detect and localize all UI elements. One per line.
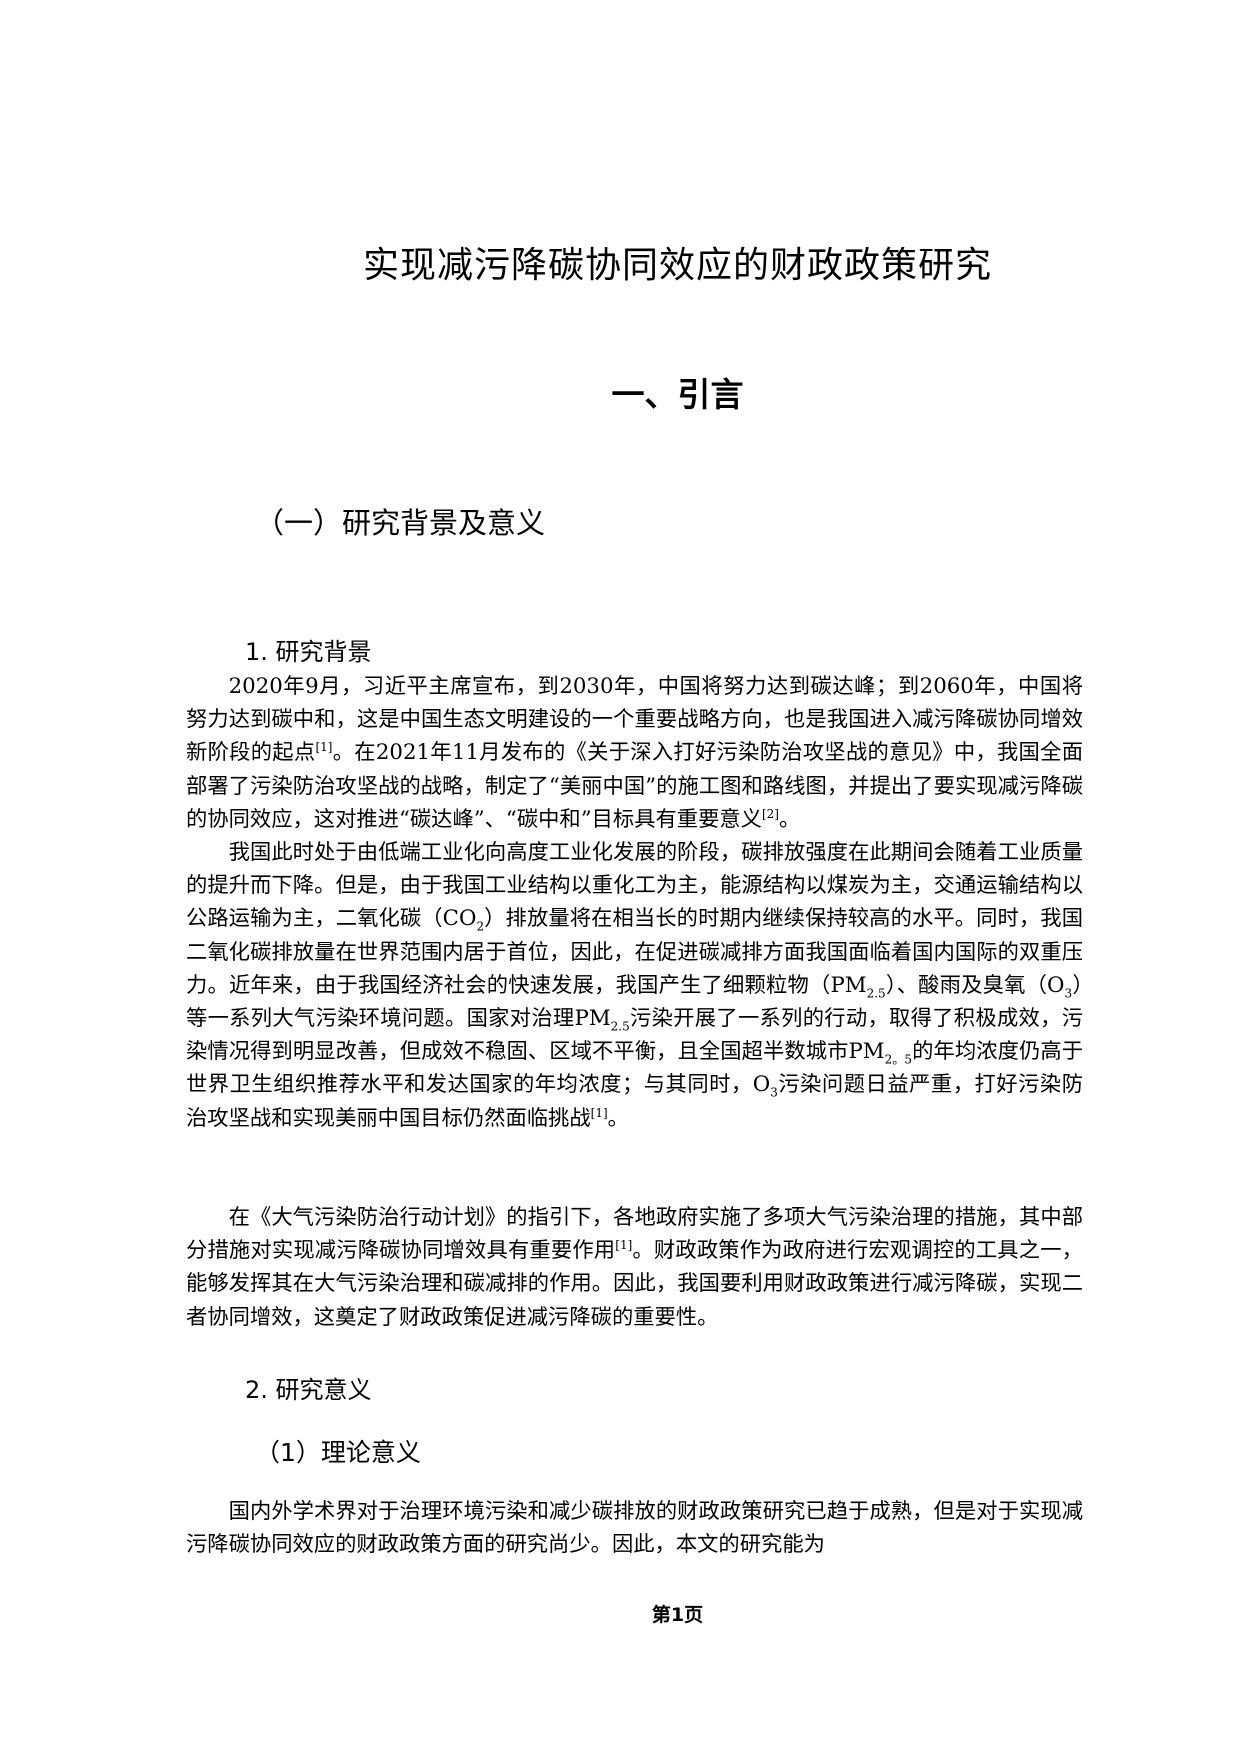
subscript: 3: [1064, 986, 1073, 1001]
subscript: 2。5: [884, 1052, 913, 1067]
page-title: 实现减污降碳协同效应的财政政策研究: [362, 245, 992, 286]
section-heading-introduction: 一、引言: [611, 375, 744, 414]
subscript: 2: [476, 919, 485, 934]
citation-ref: [2]: [761, 806, 779, 821]
heading-research-significance: 2. 研究意义: [245, 1376, 372, 1404]
paragraph-background-2: 我国此时处于由低端工业化向高度工业化发展的阶段，碳排放强度在此期间会随着工业质量…: [186, 840, 1084, 1131]
citation-ref: [1]: [590, 1105, 608, 1120]
subscript: 2.5: [610, 1019, 630, 1034]
heading-theoretical-significance: （1）理论意义: [255, 1438, 421, 1467]
heading-research-background: 1. 研究背景: [245, 638, 372, 666]
paragraph-theoretical-significance: 国内外学术界对于治理环境污染和减少碳排放的财政政策研究已趋于成熟，但是对于实现减…: [186, 1499, 1083, 1558]
citation-ref: [1]: [315, 740, 333, 755]
paragraph-background-3: 在《大气污染防治行动计划》的指引下，各地政府实施了多项大气污染治理的措施，其中部…: [186, 1205, 1083, 1330]
paragraph-background-1: 2020年9月，习近平主席宣布，到2030年，中国将努力达到碳达峰；到2060年…: [186, 674, 1083, 832]
citation-ref: [1]: [615, 1238, 633, 1253]
subscript: 2.5: [866, 986, 886, 1001]
subscript: 3: [770, 1085, 778, 1100]
page-number: 第1页: [651, 1604, 704, 1626]
subsection-heading-background-significance: （一）研究背景及意义: [255, 506, 546, 540]
